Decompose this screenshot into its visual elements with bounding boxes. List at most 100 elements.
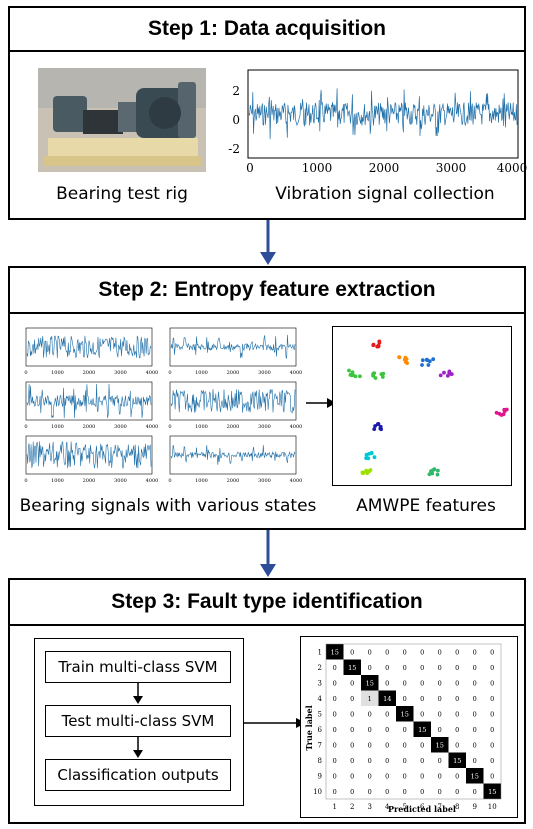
confusion-cell-value: 0 [350,757,354,765]
confusion-cell-value: 0 [438,648,442,656]
signal-xtick: 2000 [83,478,96,484]
confusion-cell-value: 0 [385,741,389,749]
confusion-cell-value: 0 [420,679,424,687]
confusion-cell [448,752,466,768]
confusion-cell [396,706,414,722]
signal-xtick: 2000 [83,370,96,376]
confusion-cell [378,721,396,737]
confusion-cell-value: 0 [455,788,459,796]
confusion-cell [343,783,361,799]
confusion-cell-value: 0 [473,741,477,749]
confusion-cell-value: 0 [333,741,337,749]
test-svm-box: Test multi-class SVM [45,705,231,737]
confusion-cell-value: 0 [473,757,477,765]
confusion-cell-value: 0 [455,710,459,718]
confusion-cell-value: 0 [333,710,337,718]
confusion-col-label: 7 [438,803,442,811]
confusion-cell [431,783,449,799]
confusion-cell-value: 0 [333,679,337,687]
confusion-cell [396,659,414,675]
confusion-cell [396,768,414,784]
confusion-cell [361,706,379,722]
vib-ytick-2: 2 [232,84,240,98]
signal-xtick: 0 [168,424,171,430]
confusion-cell-value: 0 [368,648,372,656]
confusion-cell-value: 0 [403,695,407,703]
confusion-cell-value: 0 [490,695,494,703]
signal-xtick: 0 [168,478,171,484]
confusion-cell [483,752,501,768]
confusion-cell [448,659,466,675]
confusion-cell [431,690,449,706]
confusion-cell [326,752,344,768]
signal-plot-frame [169,327,297,367]
confusion-cell-value: 15 [348,664,356,672]
confusion-cell-value: 15 [366,679,374,687]
confusion-col-label: 10 [488,803,497,811]
confusion-cell-value: 0 [438,710,442,718]
confusion-cell-value: 0 [473,648,477,656]
confusion-cell [326,737,344,753]
confusion-cell [431,659,449,675]
amwpe-feature-point [365,471,370,476]
confusion-cell [466,659,484,675]
confusion-cell-value: 0 [385,664,389,672]
confusion-cell-value: 0 [368,664,372,672]
vib-xtick-2000: 2000 [369,161,400,175]
confusion-row-label: 3 [318,679,322,687]
down-arrow-icon [260,220,276,265]
confusion-cell [326,659,344,675]
amwpe-feature-point [426,363,431,367]
confusion-cell-value: 0 [420,695,424,703]
step3-title: Step 3: Fault type identification [10,580,524,626]
confusion-cell [413,737,431,753]
bearing-signal-line [26,335,152,359]
confusion-cell [396,644,414,660]
confusion-cell [431,706,449,722]
amwpe-feature-point [442,370,446,375]
confusion-cell-value: 0 [438,757,442,765]
confusion-cell-value: 0 [473,788,477,796]
confusion-cell-value: 0 [350,695,354,703]
confusion-cell-value: 0 [385,679,389,687]
vib-ytick-neg2: -2 [228,142,240,156]
signal-plot-frame [169,381,297,421]
confusion-col-label: 2 [350,803,354,811]
confusion-cell-value: 0 [455,648,459,656]
confusion-cell-value: 0 [350,741,354,749]
bearing-signal-line [26,383,152,419]
confusion-cell-value: 15 [418,726,426,734]
confusion-cell-value: 0 [490,710,494,718]
amwpe-feature-point [427,472,432,477]
signal-xtick: 3000 [258,370,271,376]
confusion-cell [448,783,466,799]
confusion-cell-value: 0 [403,679,407,687]
signal-xtick: 0 [168,370,171,376]
step1-panel: Step 1: Data acquisition 2 0 -2 0 1000 2… [8,6,527,220]
confusion-cell [378,768,396,784]
confusion-cell [361,752,379,768]
amwpe-feature-point [497,411,502,416]
confusion-row-label: 9 [318,772,322,780]
down-arrow-icon [260,530,276,577]
amwpe-feature-point [358,374,362,379]
confusion-cell [378,690,396,706]
confusion-cell [483,659,501,675]
confusion-cell [466,675,484,691]
amwpe-feature-point [420,363,424,367]
confusion-cell [326,706,344,722]
amwpe-feature-point [361,471,365,476]
confusion-cell [431,721,449,737]
bearing-signal-line [170,444,296,465]
amwpe-feature-point [372,455,377,460]
step1-title: Step 1: Data acquisition [10,8,524,52]
signal-xtick: 2000 [227,478,240,484]
right-arrow-icon [244,718,306,728]
step3-panel: Step 3: Fault type identification Train … [8,578,526,824]
confusion-cell-value: 0 [350,710,354,718]
confusion-cell [343,752,361,768]
confusion-cell [326,690,344,706]
confusion-cell-value: 0 [385,788,389,796]
